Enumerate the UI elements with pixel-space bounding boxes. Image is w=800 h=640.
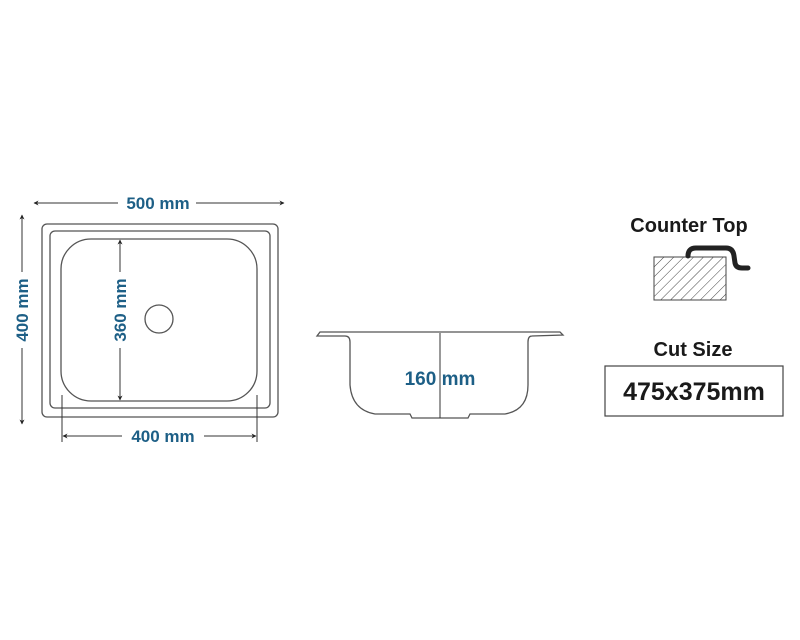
bowl-width-label: 400 mm xyxy=(131,427,194,446)
depth-label: 160 mm xyxy=(405,369,476,390)
width-label: 500 mm xyxy=(126,194,189,213)
sink-profile xyxy=(315,331,565,419)
counter-top-hatched-block xyxy=(653,256,727,301)
sink-outer-rim xyxy=(41,223,279,418)
cut-size-section: Cut Size 475x375mm xyxy=(604,339,784,417)
sink-bowl xyxy=(60,238,258,402)
cut-size-value: 475x375mm xyxy=(623,378,765,406)
sink-side-view: 160 mm xyxy=(315,331,565,419)
counter-top-title: Counter Top xyxy=(630,215,747,237)
bowl-length-label: 360 mm xyxy=(111,278,130,341)
drain-hole xyxy=(144,304,174,334)
sink-rim-clip-icon xyxy=(685,245,751,271)
cut-size-title: Cut Size xyxy=(654,339,733,361)
length-label: 400 mm xyxy=(13,278,32,341)
cut-size-box xyxy=(604,365,784,417)
sink-inner-rim xyxy=(49,230,271,409)
sink-top-view: 500 mm 400 mm 360 mm 400 mm xyxy=(11,192,285,447)
counter-top-section: Counter Top xyxy=(630,215,751,301)
